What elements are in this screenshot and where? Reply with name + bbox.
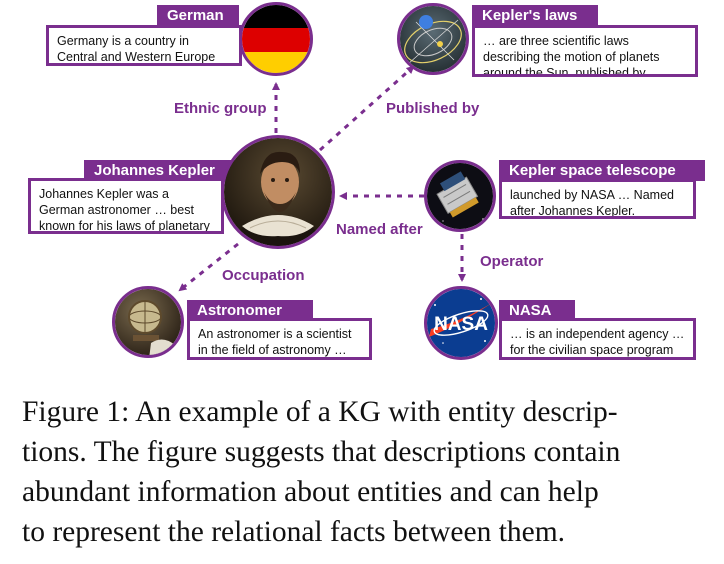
node-german-desc: Germany is a country in Central and West… xyxy=(46,25,242,66)
edge-label-named-after: Named after xyxy=(336,221,423,238)
node-johannes-kepler-desc: Johannes Kepler was a German astronomer … xyxy=(28,178,224,234)
figure-caption: Figure 1: An example of a KG with entity… xyxy=(22,392,712,552)
nasa-logo-icon: NASA xyxy=(424,286,498,360)
knowledge-graph-diagram: German Germany is a country in Central a… xyxy=(28,2,705,360)
kepler-portrait-icon xyxy=(221,135,335,249)
caption-line: to represent the relational facts betwee… xyxy=(22,516,566,548)
node-keplers-laws-title: Kepler's laws xyxy=(472,5,598,26)
orbit-diagram-icon xyxy=(397,3,469,75)
edge-label-operator: Operator xyxy=(480,253,544,270)
caption-line: tions. The figure suggests that descript… xyxy=(22,436,621,468)
edges-layer xyxy=(178,65,466,292)
edge-label-ethnic-group: Ethnic group xyxy=(174,100,267,117)
astronomer-globe-icon xyxy=(112,286,184,358)
edge-label-published-by: Published by xyxy=(386,100,480,117)
caption-line: Figure 1: An example of a KG with entity… xyxy=(22,396,618,428)
caption-line: abundant information about entities and … xyxy=(22,476,599,508)
node-johannes-kepler-title: Johannes Kepler xyxy=(84,160,240,181)
nasa-logo-text: NASA xyxy=(434,314,488,335)
edge-published-by xyxy=(319,65,415,152)
node-kepler-space-telescope-desc: launched by NASA … Named after Johannes … xyxy=(499,179,696,219)
node-keplers-laws-desc: … are three scientific laws describing t… xyxy=(472,25,698,77)
node-astronomer-title: Astronomer xyxy=(187,300,313,321)
node-german-title: German xyxy=(157,5,239,26)
space-telescope-icon xyxy=(424,160,496,232)
edge-occupation xyxy=(178,242,239,292)
edge-label-occupation: Occupation xyxy=(222,267,305,284)
node-kepler-space-telescope-title: Kepler space telescope xyxy=(499,160,705,181)
node-astronomer-desc: An astronomer is a scientist in the fiel… xyxy=(187,318,372,360)
germany-flag-icon xyxy=(239,2,313,76)
node-nasa-desc: … is an independent agency … for the civ… xyxy=(499,318,696,360)
node-nasa-title: NASA xyxy=(499,300,575,321)
